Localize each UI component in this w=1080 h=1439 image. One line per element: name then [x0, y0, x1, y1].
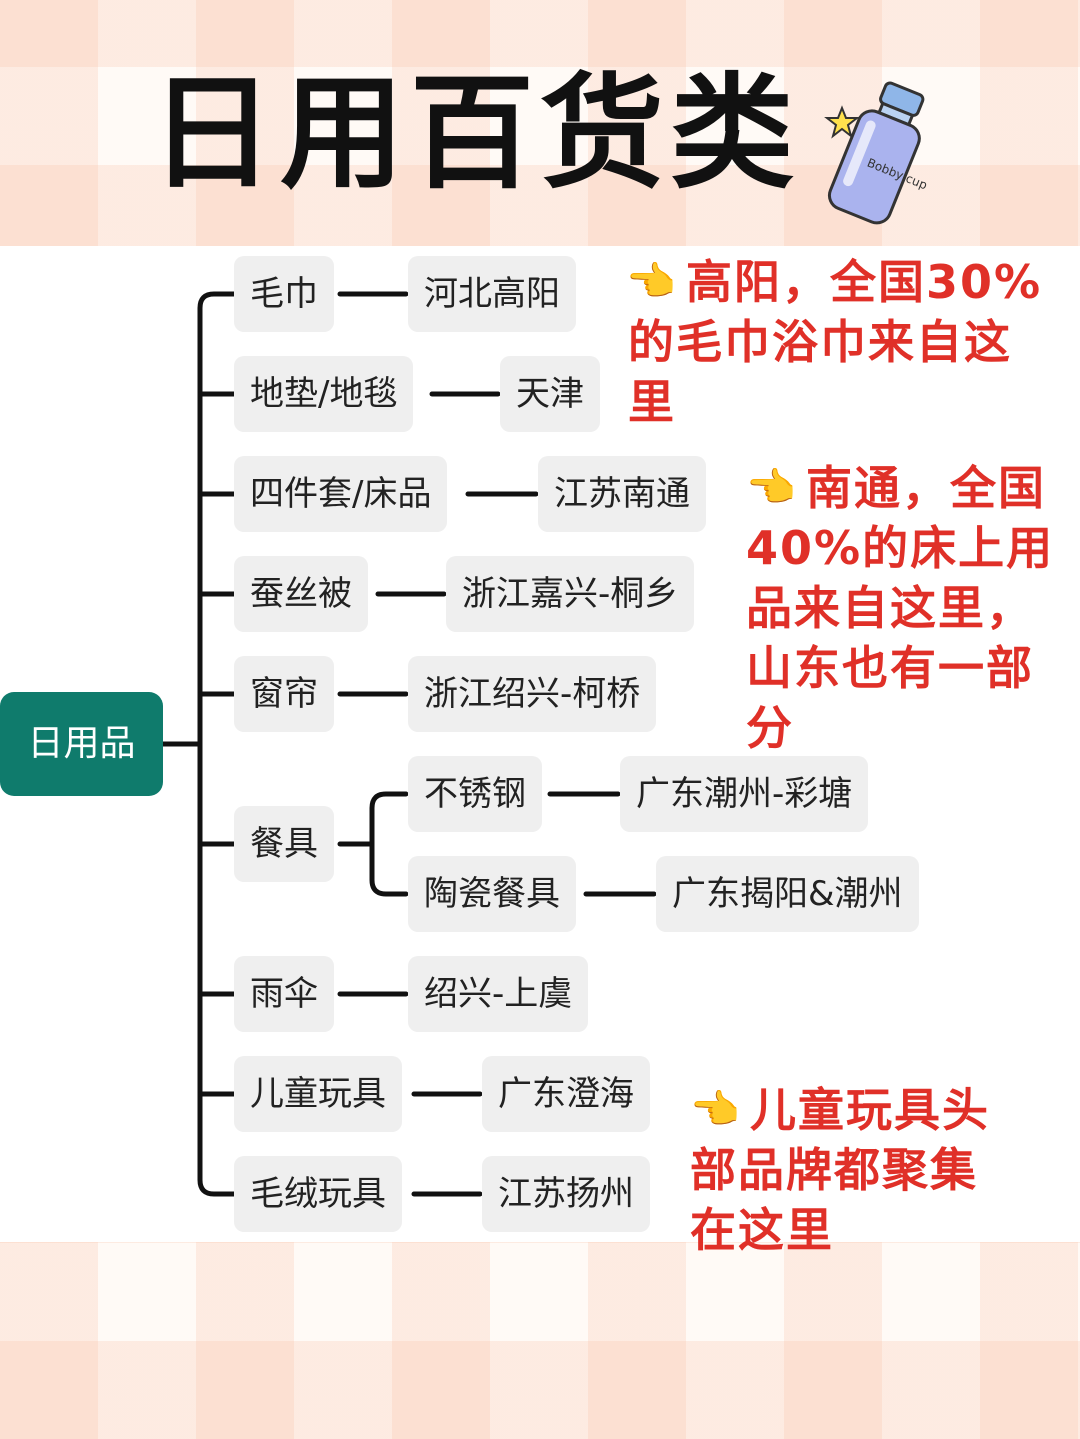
origin-floor-mat: 天津 [500, 356, 600, 432]
note-nantong-line4: 山东也有一部 [746, 638, 1034, 698]
category-plush-toys: 毛绒玩具 [234, 1156, 402, 1232]
pointing-hand-icon: 👈 [626, 252, 676, 312]
subcategory-ceramic-tableware: 陶瓷餐具 [408, 856, 576, 932]
note-nantong-line3: 品来自这里， [746, 578, 1034, 638]
note-toys-line3: 在这里 [690, 1200, 834, 1260]
origin-stainless-steel: 广东潮州-彩塘 [620, 756, 868, 832]
origin-umbrella: 绍兴-上虞 [408, 956, 588, 1032]
pointing-hand-icon: 👈 [746, 458, 796, 518]
category-bedding: 四件套/床品 [234, 456, 447, 532]
origin-curtain: 浙江绍兴-柯桥 [408, 656, 656, 732]
note-gaoyang-line1: 高阳，全国30% [686, 252, 1042, 312]
origin-kids-toys: 广东澄海 [482, 1056, 650, 1132]
origin-bedding: 江苏南通 [538, 456, 706, 532]
category-curtain: 窗帘 [234, 656, 334, 732]
note-nantong-line1: 南通，全国 [806, 458, 1046, 518]
note-toys-line2: 部品牌都聚集 [690, 1140, 978, 1200]
origin-silk-quilt: 浙江嘉兴-桐乡 [446, 556, 694, 632]
category-floor-mat: 地垫/地毯 [234, 356, 413, 432]
origin-towel: 河北高阳 [408, 256, 576, 332]
category-kids-toys: 儿童玩具 [234, 1056, 402, 1132]
category-silk-quilt: 蚕丝被 [234, 556, 368, 632]
note-gaoyang-line3: 里 [628, 372, 676, 432]
root-node: 日用品 [0, 692, 163, 796]
note-nantong-line5: 分 [746, 698, 794, 758]
category-umbrella: 雨伞 [234, 956, 334, 1032]
pointing-hand-icon: 👈 [690, 1080, 740, 1140]
origin-plush-toys: 江苏扬州 [482, 1156, 650, 1232]
origin-ceramic-tableware: 广东揭阳&潮州 [656, 856, 919, 932]
category-tableware: 餐具 [234, 806, 334, 882]
note-toys-line1: 儿童玩具头 [750, 1080, 990, 1140]
note-gaoyang-line2: 的毛巾浴巾来自这 [628, 312, 1012, 372]
category-towel: 毛巾 [234, 256, 334, 332]
subcategory-stainless-steel: 不锈钢 [408, 756, 542, 832]
note-nantong-line2: 40%的床上用 [746, 518, 1054, 578]
